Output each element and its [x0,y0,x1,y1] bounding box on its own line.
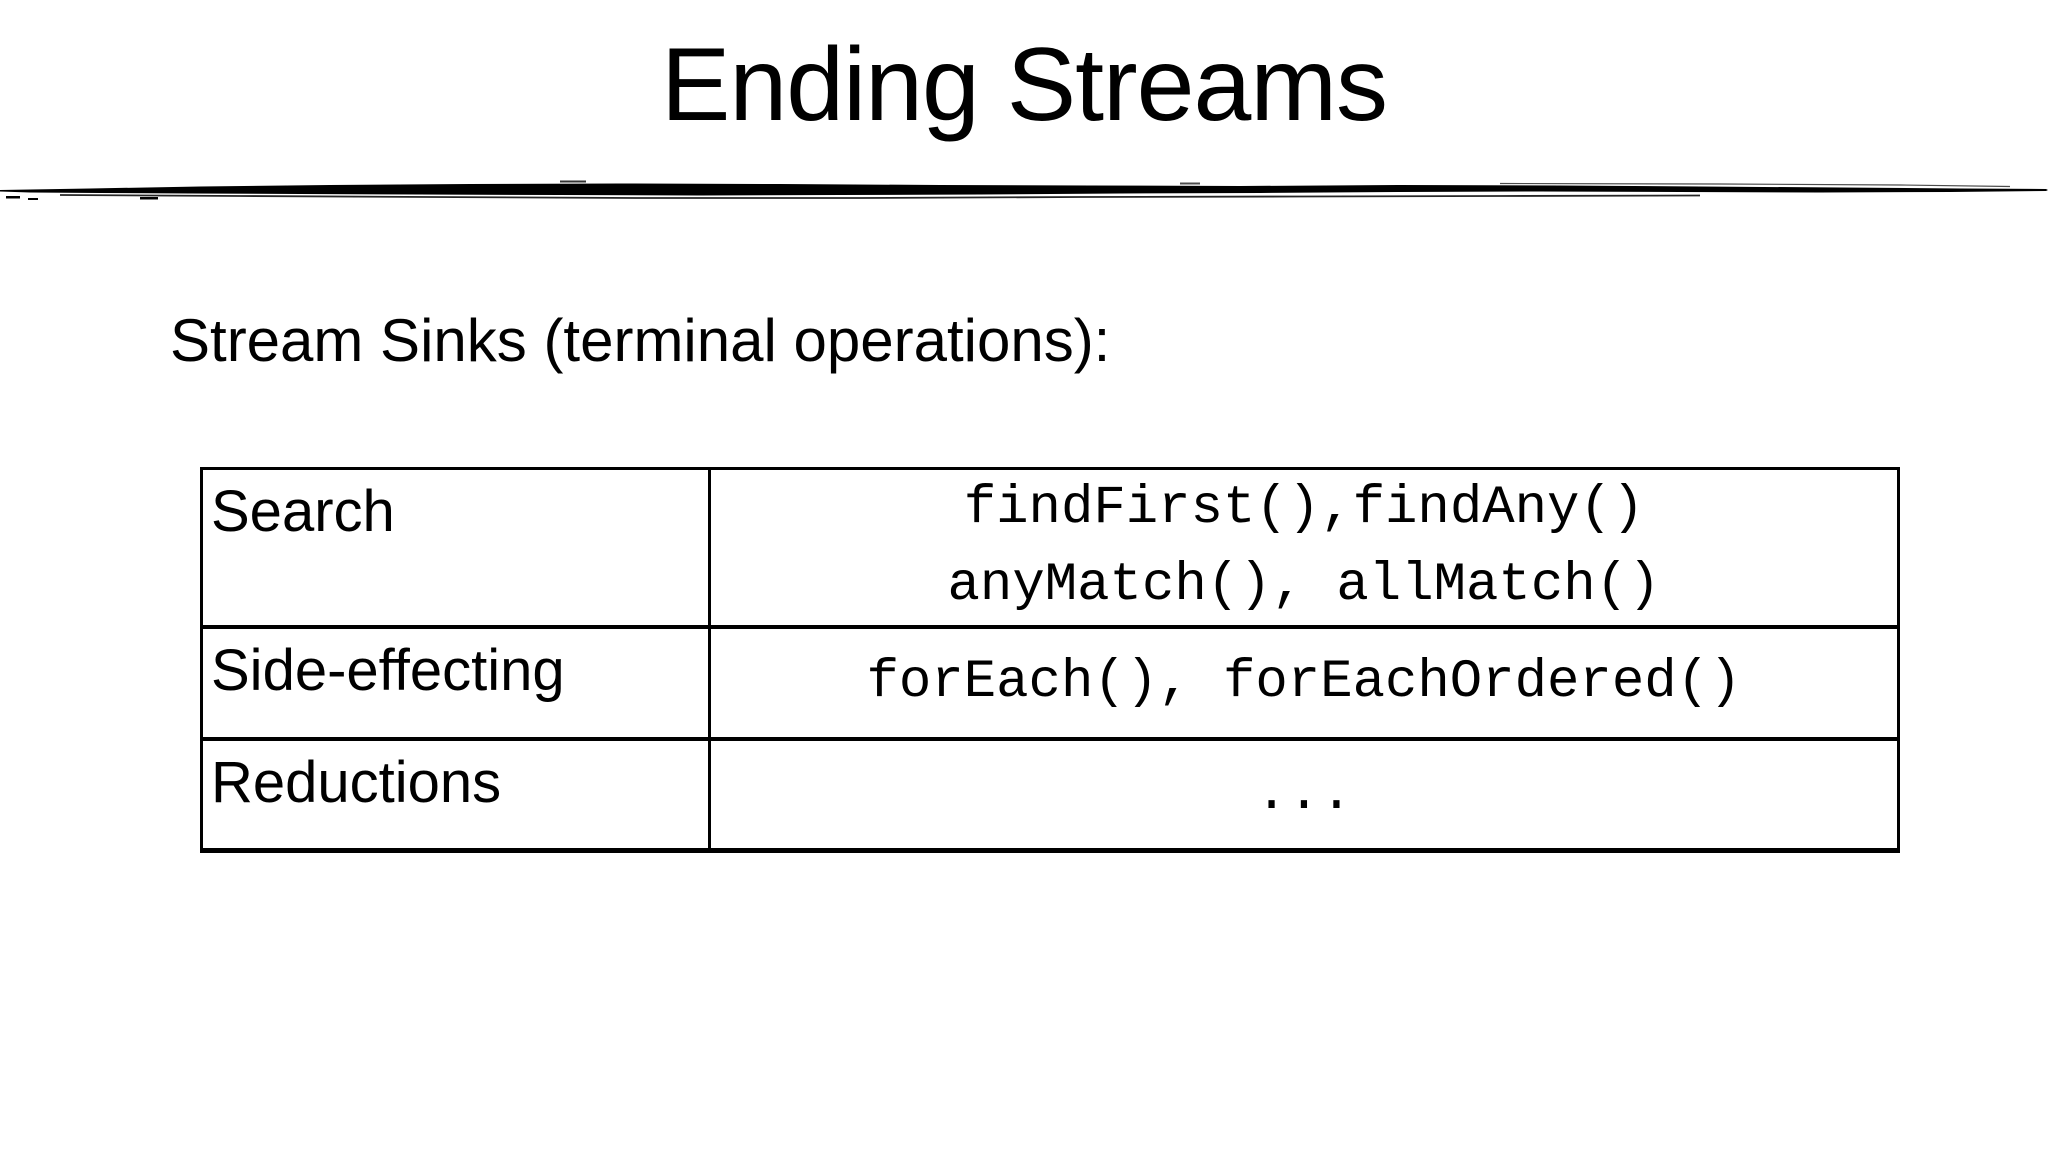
category-cell: Side-effecting [200,625,711,742]
code-line: forEach(), forEachOrdered() [866,652,1742,713]
code-line: findFirst(),findAny() [963,478,1645,539]
table-row-side-effecting: Side-effecting forEach(), forEachOrdered… [200,625,1900,742]
category-label: Reductions [211,750,502,816]
table-row-reductions: Reductions ... [200,737,1900,854]
slide-title: Ending Streams [661,27,1388,143]
category-label: Search [211,479,395,544]
category-cell: Search [200,467,711,630]
operations-cell: forEach(), forEachOrdered() [708,625,1900,742]
subtitle: Stream Sinks (terminal operations): [170,307,1111,374]
code-line: ... [1255,763,1353,825]
terminal-operations-table: Search findFirst(),findAny() anyMatch(),… [200,467,1900,854]
category-cell: Reductions [200,737,711,854]
operations-cell: ... [708,737,1900,854]
code-line: anyMatch(), allMatch() [947,554,1661,616]
category-label: Side-effecting [211,638,565,704]
table-row-search: Search findFirst(),findAny() anyMatch(),… [200,467,1900,630]
title-underline-sketch-icon [0,180,2048,200]
operations-cell: findFirst(),findAny() anyMatch(), allMat… [708,467,1900,630]
